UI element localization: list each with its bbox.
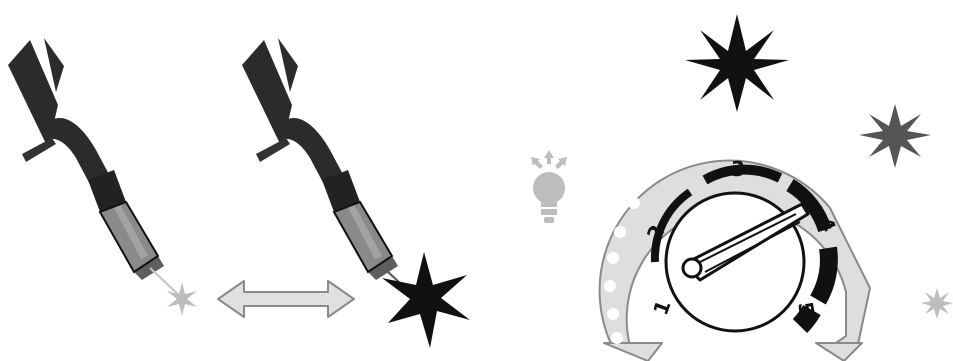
spark-strong-icon [382, 252, 470, 348]
setting-dial[interactable] [664, 191, 810, 333]
double-arrow-icon [217, 280, 355, 318]
spark-medium-icon [859, 104, 931, 168]
spark-small-icon [921, 288, 953, 319]
dial-number-1: 1 [648, 297, 675, 318]
wire-left [149, 267, 183, 299]
spark-faint-icon [167, 282, 197, 316]
torch-left [7, 37, 165, 281]
torch-right [241, 37, 399, 281]
lightbulb-icon [531, 150, 567, 223]
spark-large-icon [685, 14, 789, 112]
dial-number-5: 5 [793, 300, 819, 318]
dial-number-3: 3 [731, 157, 745, 181]
dial-scale [650, 164, 838, 333]
